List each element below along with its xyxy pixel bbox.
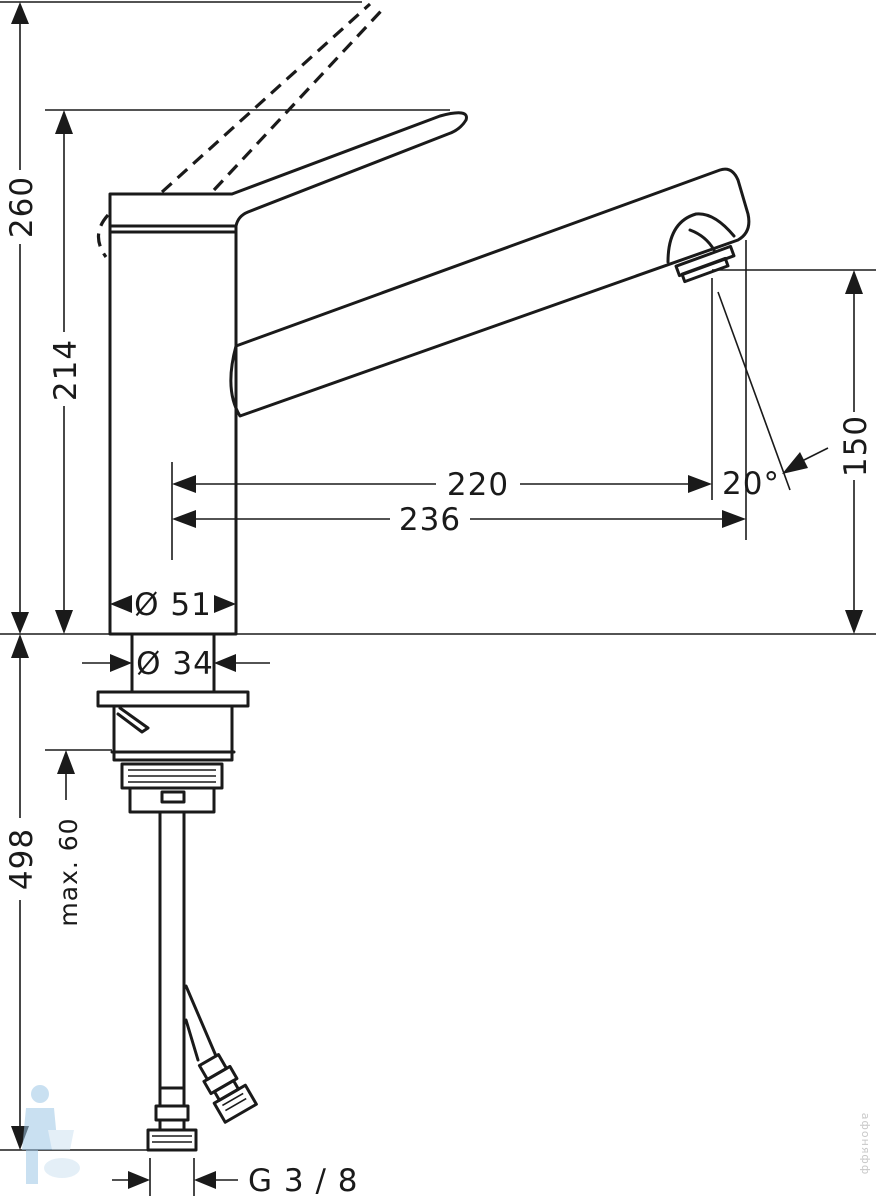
dim-line-g38: [112, 1171, 238, 1189]
label-max60: max. 60: [54, 817, 83, 926]
dim-line-214: [55, 110, 73, 634]
dim-line-d51: [110, 595, 236, 613]
label-150: 150: [838, 415, 874, 477]
label-236: 236: [399, 502, 461, 538]
dim-line-150: [845, 270, 863, 634]
label-498: 498: [4, 828, 40, 890]
dim-line-d34: [82, 654, 270, 672]
label-214: 214: [48, 339, 84, 401]
label-g38: G 3 / 8: [248, 1163, 358, 1199]
handle-alternate-position: [96, 2, 384, 258]
dim-line-220: [172, 475, 712, 493]
mounting-assembly: [96, 632, 258, 1152]
dim-line-498: [11, 634, 29, 1150]
label-d34: Ø 34: [136, 646, 214, 682]
label-260: 260: [4, 176, 40, 238]
label-220: 220: [447, 467, 509, 503]
dim-line-260: [11, 2, 29, 634]
dim-angle-arrow: [782, 447, 829, 474]
dim-line-max60: [57, 750, 75, 800]
watermark-plumber-logo: [22, 1085, 80, 1184]
label-d51: Ø 51: [134, 587, 212, 623]
dim-line-236: [172, 510, 746, 528]
label-angle: 20°: [722, 466, 780, 502]
faucet-body: [108, 111, 751, 636]
watermark-text: афоняфф: [859, 1113, 872, 1176]
